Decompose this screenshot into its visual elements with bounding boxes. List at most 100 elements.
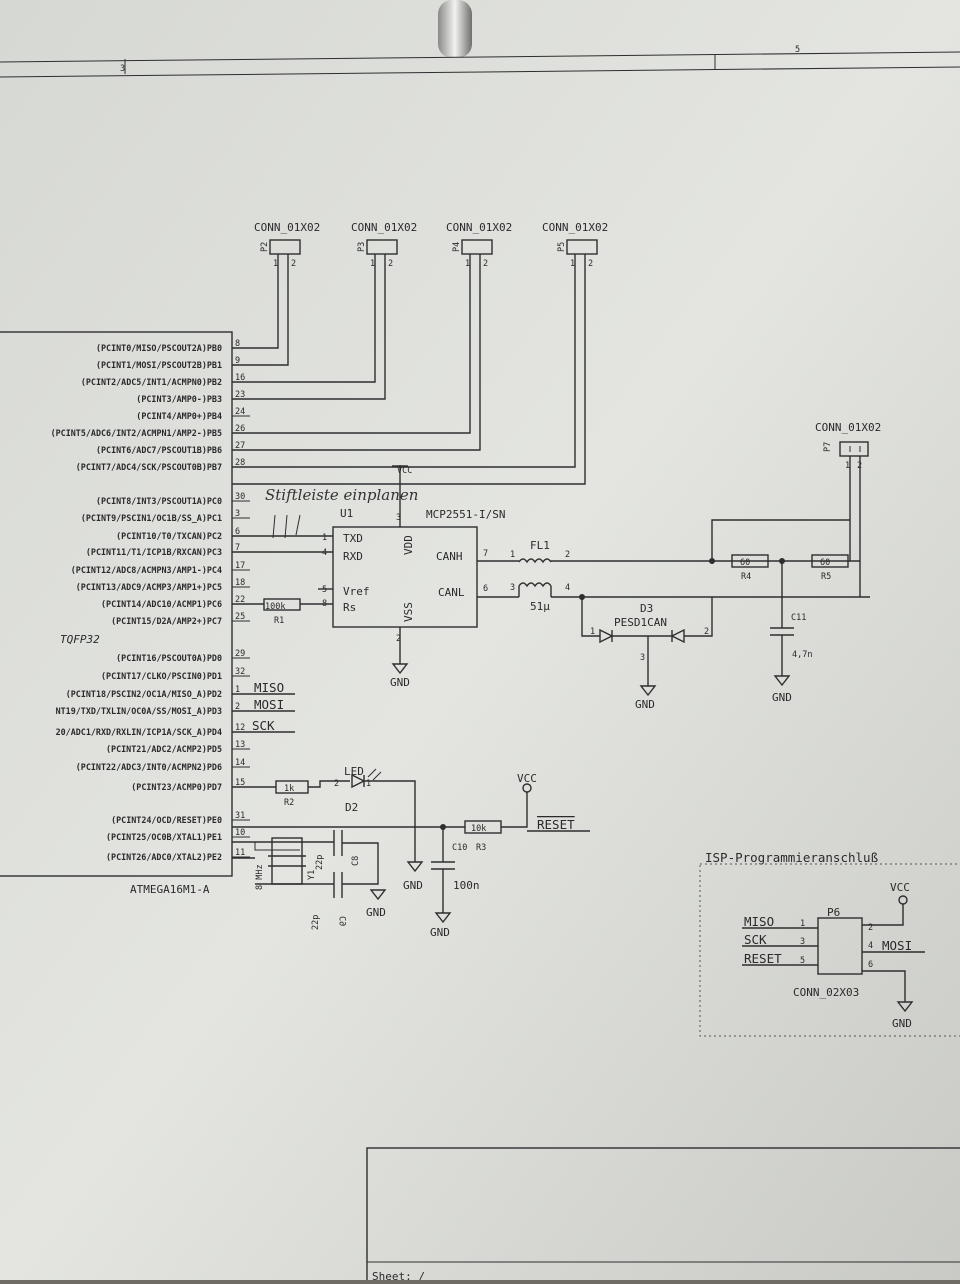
fl1-ref: FL1 [530, 539, 550, 552]
d3-value: PESD1CAN [614, 616, 667, 629]
u1-vref: Vref [343, 585, 370, 598]
gnd-label-d2: GND [403, 879, 423, 892]
mcu-pin-name: (PCINT14/ADC10/ACMP1)PC6 [101, 599, 222, 609]
wire-d3-left [581, 597, 600, 637]
mcu-pin-number: 11 [235, 848, 245, 858]
r4-ref: R4 [741, 572, 751, 582]
mcu-pin-name: NT19/TXD/TXLIN/OC0A/SS/MOSI_A)PD3 [56, 706, 222, 716]
frame-col-3: 3 [120, 64, 125, 74]
d2-rays [367, 768, 382, 781]
mcu-pin-number: 3 [235, 509, 240, 519]
handwritten-marks [272, 514, 301, 539]
gnd-symbol-xtal [369, 889, 387, 901]
c10-value: 100n [453, 879, 480, 892]
wire-canh-p7 [711, 519, 850, 561]
mcu-pin-name: (PCINT16/PSCOUT0A)PD0 [116, 653, 222, 663]
wire-pb6 [232, 268, 481, 451]
u1-pin-rxd: 4 [322, 548, 327, 558]
mcu-pin-name: (PCINT17/CLKO/PSCIN0)PD1 [101, 671, 222, 681]
d3-pin2: 2 [704, 627, 709, 637]
mcu-pin-number: 28 [235, 458, 245, 468]
wire-pb7 [232, 268, 576, 468]
mcu-pin-number: 1 [235, 685, 240, 695]
c10-ref: C10 [452, 843, 467, 853]
c8-value: 22p [315, 855, 325, 870]
connector-body [366, 239, 398, 255]
wire-cap-gnd [342, 842, 379, 885]
fl1-pin2: 2 [565, 550, 570, 560]
u1-canl: CANL [438, 586, 465, 599]
frame-line-inner [0, 66, 960, 78]
y1-value: 8 MHz [255, 864, 265, 890]
gnd-label-xtal: GND [366, 906, 386, 919]
connector-pin2: 2 [483, 259, 488, 269]
mcu-package: TQFP32 [60, 633, 100, 646]
p7-type: CONN_01X02 [815, 421, 881, 434]
mcu-pin-number: 13 [235, 740, 245, 750]
mcu-pin-name: (PCINT11/T1/ICP1B/RXCAN)PC3 [86, 547, 222, 557]
mcu-pin-number: 10 [235, 828, 245, 838]
mcu-pin-number: 23 [235, 390, 245, 400]
d2-pin2: 2 [334, 779, 339, 789]
isp-frame [699, 863, 960, 1037]
connector-pin2: 2 [291, 259, 296, 269]
mcu-pin-name: (PCINT3/AMP0-)PB3 [136, 394, 222, 404]
mcu-pin-name: (PCINT1/MOSI/PSCOUT2B)PB1 [96, 360, 222, 370]
isp-sck: SCK [744, 932, 767, 947]
mcu-pin-number: 9 [235, 356, 240, 366]
u1-pin-canl: 6 [483, 584, 488, 594]
u1-pin-txd: 1 [322, 533, 327, 543]
net-reset: RESET [537, 817, 575, 832]
u1-part: MCP2551-I/SN [426, 508, 505, 521]
p7-ref: P7 [823, 442, 833, 452]
r3-value: 10k [471, 824, 486, 834]
r5-value: 60 [820, 558, 830, 568]
gnd-label-d3: GND [635, 698, 655, 711]
c9-value: 22p [311, 915, 321, 930]
gnd-symbol-c10 [434, 912, 452, 924]
wire-d2-gnd [364, 780, 416, 862]
mcu-pin-name: (PCINT18/PSCIN2/OC1A/MISO_A)PD2 [66, 689, 222, 699]
frame-line-outer [0, 51, 960, 63]
mcu-pin-name: (PCINT4/AMP0+)PB4 [136, 411, 222, 421]
d2-pin1: 1 [366, 779, 371, 789]
gnd-symbol-isp [896, 1001, 914, 1013]
r4-value: 60 [740, 558, 750, 568]
gnd-label-c11: GND [772, 691, 792, 704]
mcu-pin-name: 20/ADC1/RXD/RXLIN/ICP1A/SCK_A)PD4 [56, 727, 222, 737]
fl1-value: 51µ [530, 600, 550, 613]
mcu-pin-number: 31 [235, 811, 245, 821]
p6-pin6: 6 [868, 960, 873, 970]
mcu-pin-number: 7 [235, 543, 240, 553]
y1-ref: Y1 [307, 870, 317, 880]
fl1-coil-top [518, 558, 552, 564]
p6-pin2: 2 [868, 923, 873, 933]
gnd-symbol-u1 [391, 663, 409, 675]
p6-type: CONN_02X03 [793, 986, 859, 999]
mcu-pin-number: 12 [235, 723, 245, 733]
u1-txd: TXD [343, 532, 363, 545]
mcu-pin-number: 16 [235, 373, 245, 383]
connector-ref: P5 [557, 242, 567, 252]
mcu-pin-number: 18 [235, 578, 245, 588]
gnd-symbol-c11 [773, 675, 791, 687]
mcu-pin-name: (PCINT23/ACMP0)PD7 [131, 782, 222, 792]
vcc-symbol-reset [522, 783, 532, 793]
binder-ring [438, 0, 472, 58]
mcu-pin-name: (PCINT7/ADC4/SCK/PSCOUT0B)PB7 [76, 462, 222, 472]
wire-pb1 [232, 268, 289, 366]
c9-ref: C9 [339, 916, 349, 926]
p6-pin4: 4 [868, 941, 873, 951]
connector-pin1: 1 [570, 259, 575, 269]
r4-body [731, 554, 769, 568]
connector-ref: P4 [452, 242, 462, 252]
connector-pin1: 1 [465, 259, 470, 269]
p7-pin1: 1 [845, 461, 850, 471]
connector-type: CONN_01X02 [446, 221, 512, 234]
title-block-sheet: Sheet: / [372, 1270, 425, 1280]
connector-pin1: 1 [370, 259, 375, 269]
u1-body [332, 526, 478, 628]
